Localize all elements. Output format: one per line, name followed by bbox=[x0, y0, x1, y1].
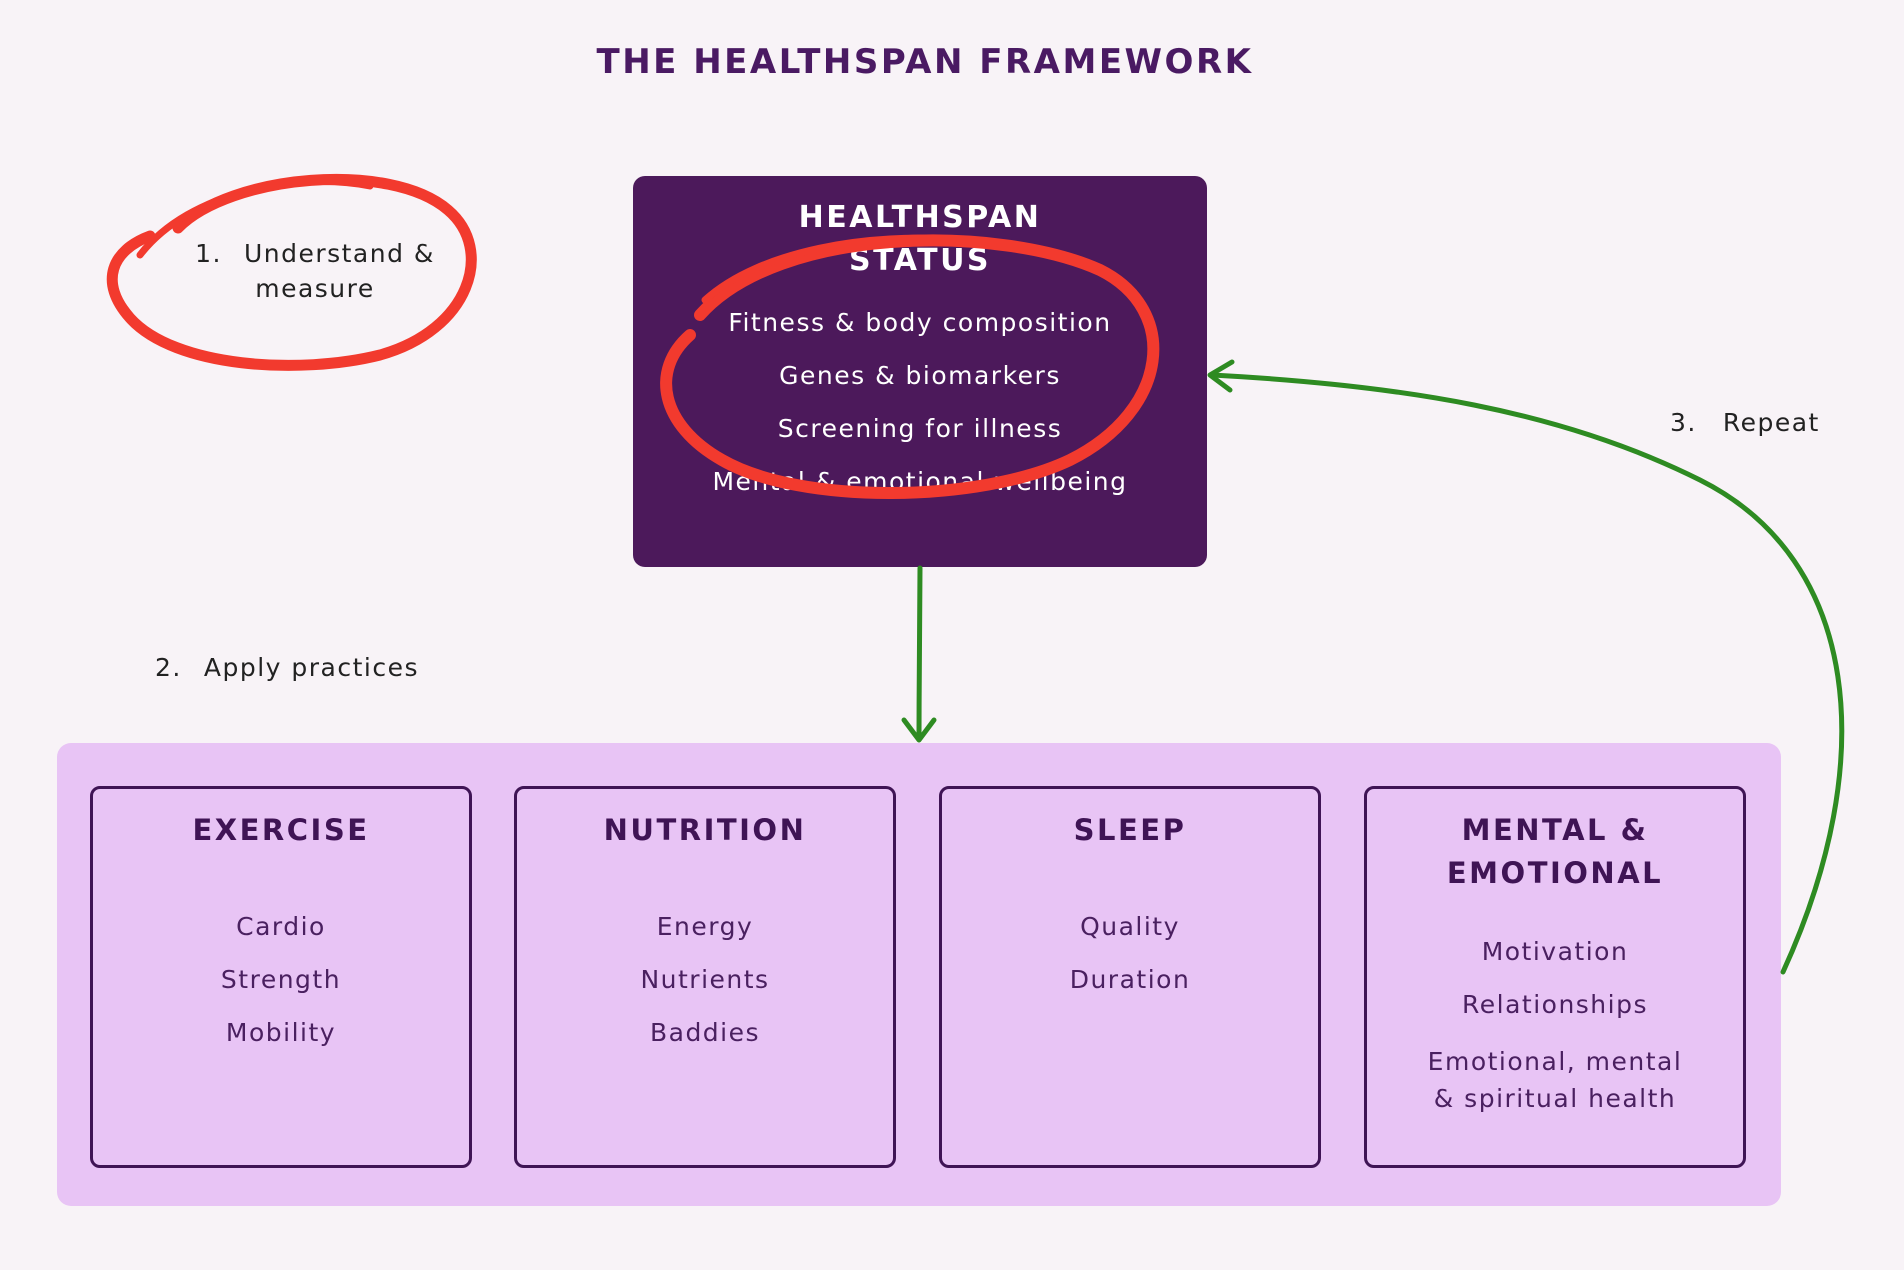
step-label-line: Understand & bbox=[243, 239, 435, 268]
status-title: HEALTHSPAN STATUS bbox=[633, 196, 1207, 282]
card-items: Quality Duration bbox=[942, 900, 1318, 1006]
card-title-line: NUTRITION bbox=[603, 813, 807, 847]
step-label: Repeat bbox=[1722, 408, 1820, 437]
status-item-mental: Mental & emotional wellbeing bbox=[712, 467, 1128, 496]
card-item: Duration bbox=[1069, 965, 1191, 994]
card-item: Nutrients bbox=[640, 965, 770, 994]
step-understand-measure: 1. Understand & measure bbox=[165, 236, 465, 306]
practices-panel: EXERCISE Cardio Strength Mobility NUTRIT… bbox=[57, 743, 1781, 1206]
card-title: SLEEP bbox=[942, 809, 1318, 852]
step-number: 1. bbox=[195, 239, 222, 268]
card-title-line: SLEEP bbox=[1073, 813, 1187, 847]
practice-card-mental-emotional: MENTAL & EMOTIONAL Motivation Relationsh… bbox=[1364, 786, 1746, 1168]
status-item-fitness: Fitness & body composition bbox=[728, 308, 1112, 337]
card-title: MENTAL & EMOTIONAL bbox=[1367, 809, 1743, 895]
card-title-line: EXERCISE bbox=[192, 813, 370, 847]
card-item-line: & spiritual health bbox=[1433, 1084, 1677, 1113]
card-item-multiline: Emotional, mental & spiritual health bbox=[1367, 1043, 1743, 1117]
card-item: Strength bbox=[220, 965, 342, 994]
card-item: Mobility bbox=[225, 1018, 337, 1047]
practice-card-nutrition: NUTRITION Energy Nutrients Baddies bbox=[514, 786, 896, 1168]
card-item: Energy bbox=[656, 912, 754, 941]
step-number: 2. bbox=[155, 653, 182, 682]
card-title: EXERCISE bbox=[93, 809, 469, 852]
status-title-line: STATUS bbox=[848, 243, 992, 278]
card-title-line: MENTAL & bbox=[1461, 813, 1649, 847]
status-item-genes: Genes & biomarkers bbox=[779, 361, 1061, 390]
card-item: Cardio bbox=[236, 912, 326, 941]
step-number: 3. bbox=[1670, 408, 1697, 437]
step-label-line: measure bbox=[255, 274, 375, 303]
card-item: Quality bbox=[1080, 912, 1180, 941]
step-label: Apply practices bbox=[203, 653, 419, 682]
card-item: Relationships bbox=[1462, 990, 1648, 1019]
card-title-line: EMOTIONAL bbox=[1446, 856, 1664, 890]
card-title: NUTRITION bbox=[517, 809, 893, 852]
step-apply-practices: 2. Apply practices bbox=[155, 650, 419, 685]
page-title: THE HEALTHSPAN FRAMEWORK bbox=[596, 42, 1254, 82]
card-item: Baddies bbox=[649, 1018, 761, 1047]
status-title-line: HEALTHSPAN bbox=[798, 200, 1042, 235]
healthspan-status-box: HEALTHSPAN STATUS Fitness & body composi… bbox=[633, 176, 1207, 567]
practice-card-sleep: SLEEP Quality Duration bbox=[939, 786, 1321, 1168]
status-list: Fitness & body composition Genes & bioma… bbox=[633, 296, 1207, 508]
card-items: Cardio Strength Mobility bbox=[93, 900, 469, 1059]
status-item-screening: Screening for illness bbox=[777, 414, 1063, 443]
practice-card-exercise: EXERCISE Cardio Strength Mobility bbox=[90, 786, 472, 1168]
card-item-line: Emotional, mental bbox=[1427, 1047, 1683, 1076]
card-item: Motivation bbox=[1481, 937, 1629, 966]
card-items: Energy Nutrients Baddies bbox=[517, 900, 893, 1059]
card-items: Motivation Relationships Emotional, ment… bbox=[1367, 925, 1743, 1117]
down-arrow-icon bbox=[901, 565, 937, 743]
step-repeat: 3. Repeat bbox=[1670, 405, 1820, 440]
